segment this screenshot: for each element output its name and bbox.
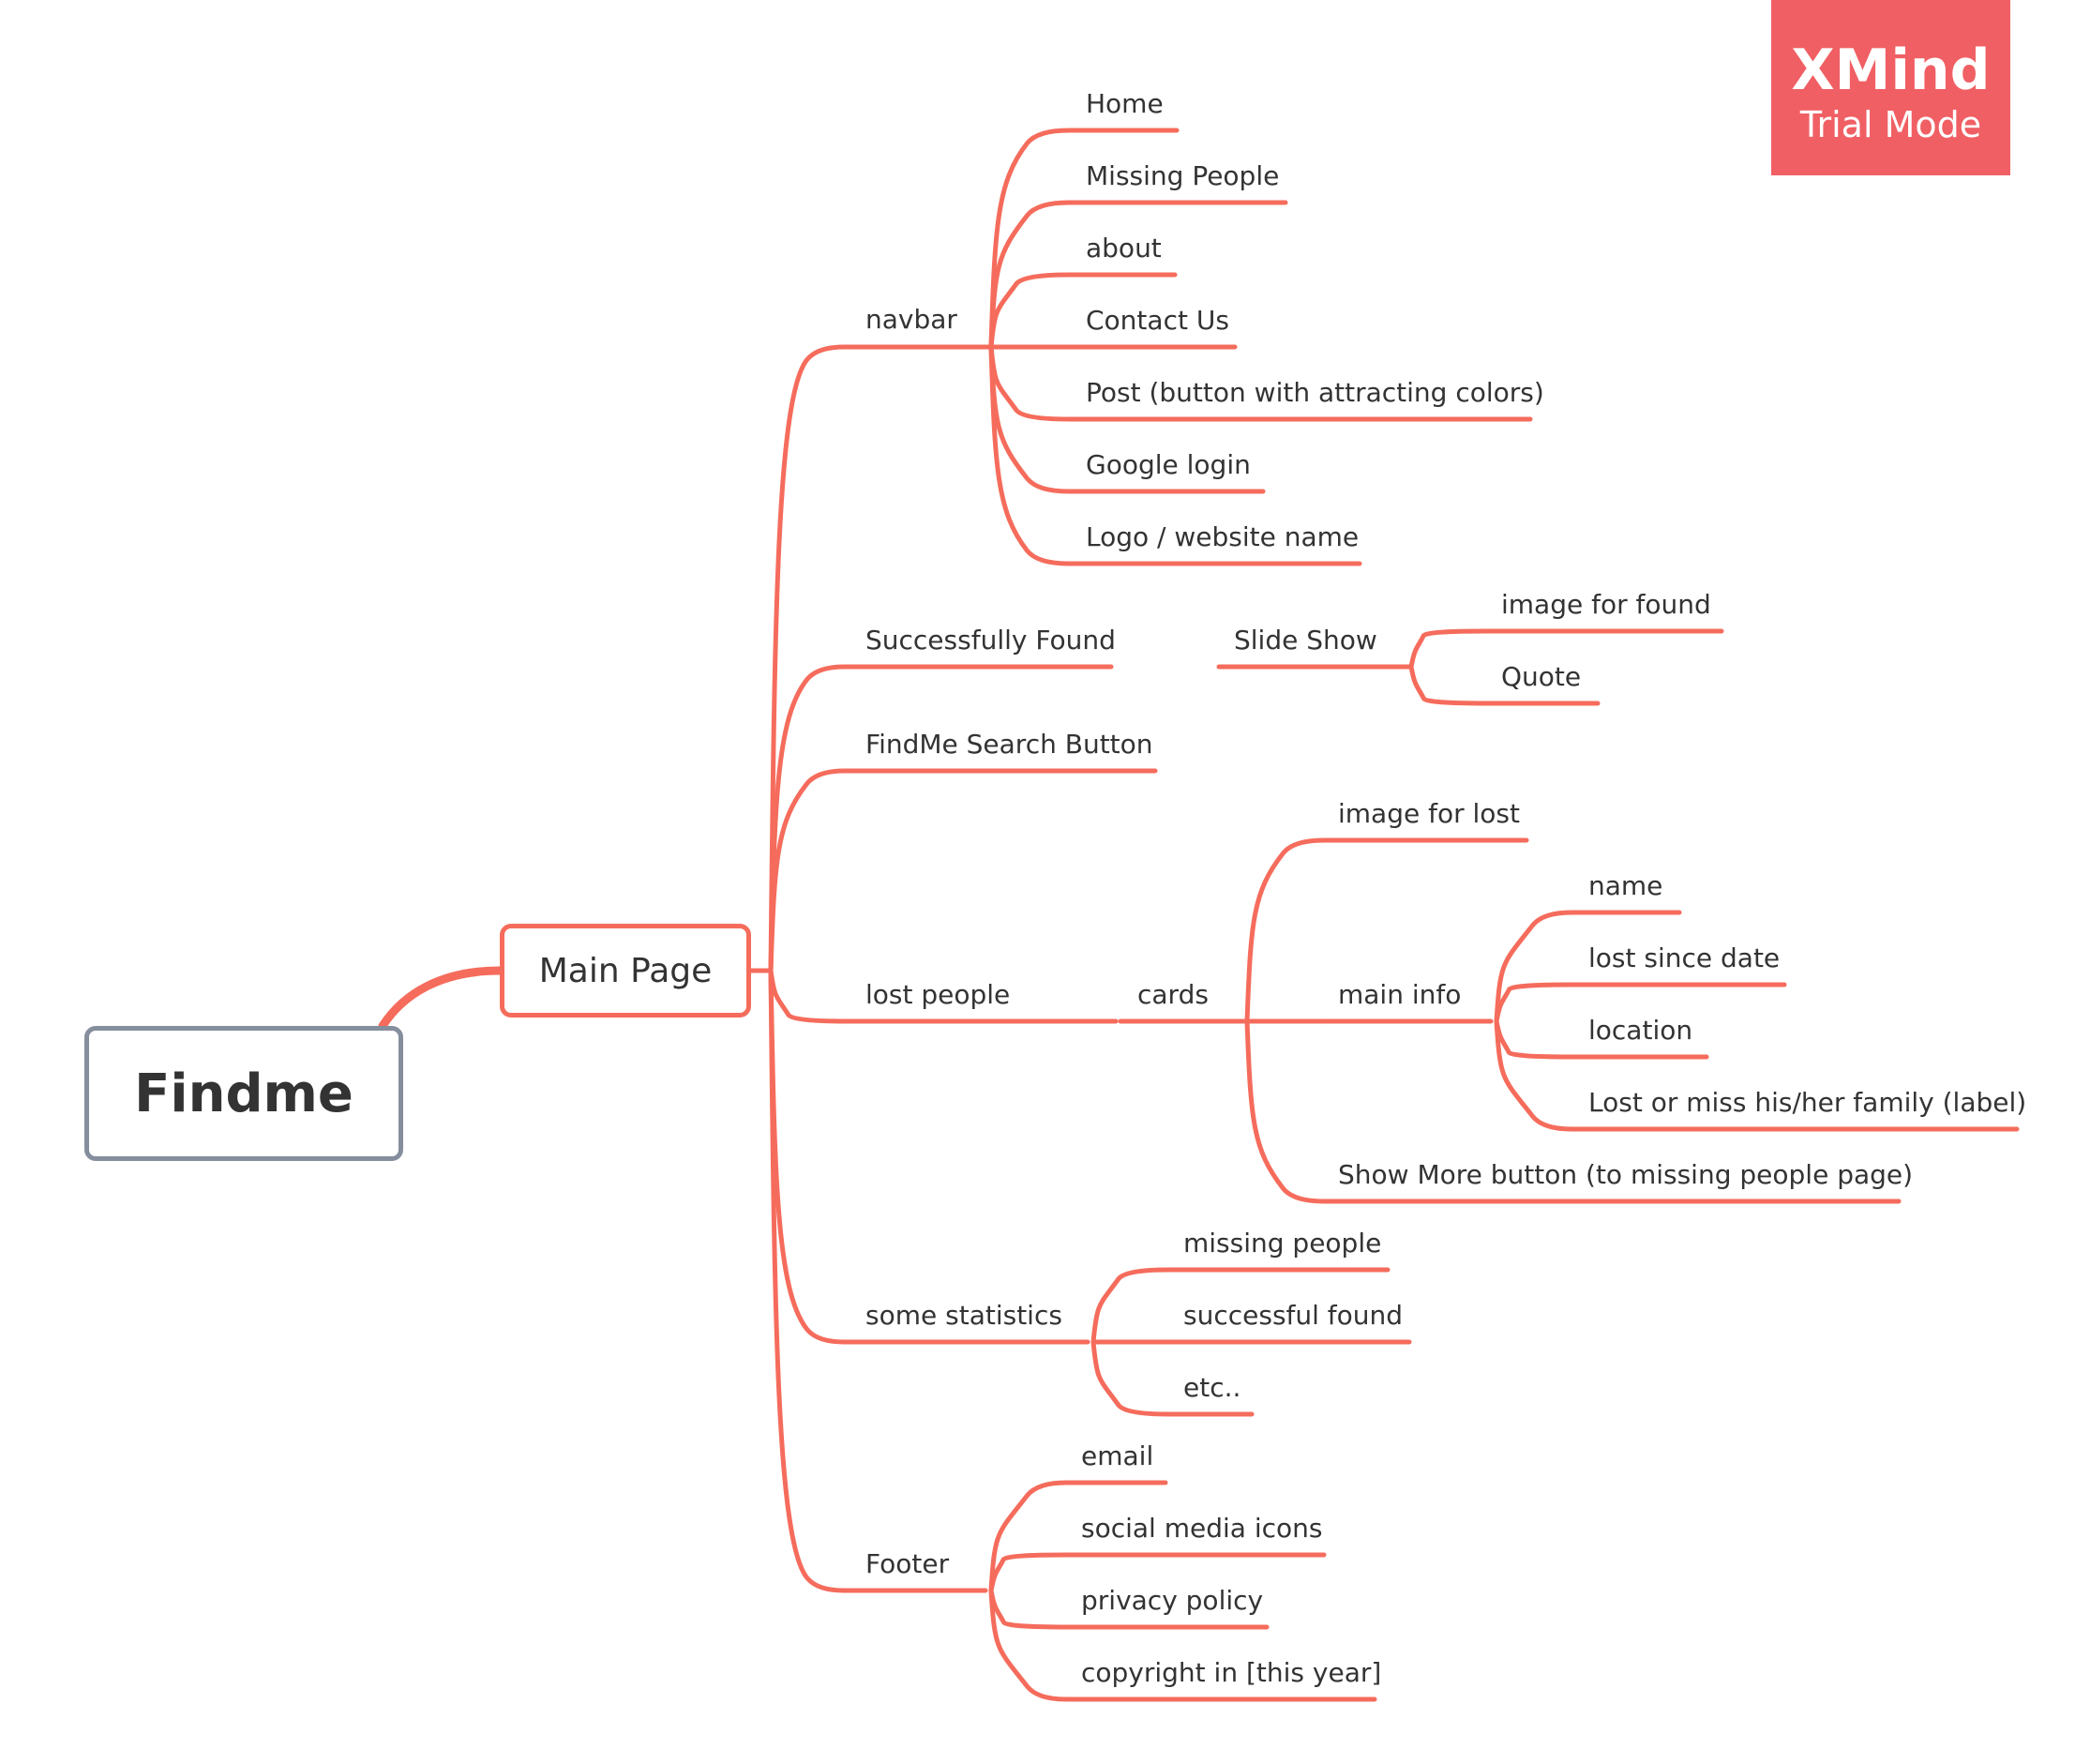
cards-item-show-more[interactable]: Show More button (to missing people page… [1338, 1159, 1914, 1190]
navbar-child-connector [988, 344, 1072, 422]
topic-findme-search-button[interactable]: FindMe Search Button [865, 729, 1153, 760]
footer-item-privacy-policy[interactable]: privacy policy [1081, 1585, 1264, 1616]
xmind-trial-badge: XMind Trial Mode [1771, 0, 2010, 175]
footer-item-social-media-icons[interactable]: social media icons [1081, 1513, 1323, 1544]
topic-lost-people[interactable]: lost people [865, 979, 1011, 1010]
cards-item-image-for-lost[interactable]: image for lost [1338, 798, 1520, 829]
footer-item-email[interactable]: email [1081, 1440, 1154, 1471]
slideshow-item-image-for-found[interactable]: image for found [1501, 589, 1711, 620]
stats-child-connector [1090, 1267, 1171, 1345]
root-to-main-connector [378, 966, 504, 1031]
cards-child-connector [1244, 837, 1327, 1024]
branch-findme-search [768, 768, 847, 973]
footer-child-connector [988, 1552, 1069, 1593]
navbar-item-home[interactable]: Home [1086, 88, 1164, 119]
topic-main-info[interactable]: main info [1338, 979, 1462, 1010]
main-info-child-connector [1494, 1018, 1574, 1060]
main-info-item-family-label[interactable]: Lost or miss his/her family (label) [1588, 1087, 2027, 1118]
stats-child-connector [1090, 1339, 1171, 1417]
cards-child-connector [1244, 1018, 1327, 1204]
topic-navbar[interactable]: navbar [865, 304, 957, 335]
navbar-item-about[interactable]: about [1086, 233, 1162, 264]
main-info-item-location[interactable]: location [1588, 1015, 1693, 1046]
branch-some-statistics [768, 968, 847, 1345]
footer-child-connector [988, 1588, 1069, 1630]
slideshow-item-quote[interactable]: Quote [1501, 661, 1582, 692]
navbar-child-connector [988, 272, 1072, 350]
main-info-child-connector [1494, 982, 1574, 1024]
branch-successfully-found [768, 664, 847, 973]
branch-lost-people [768, 968, 847, 1024]
topic-some-statistics[interactable]: some statistics [865, 1300, 1062, 1331]
slideshow-child-connector [1408, 628, 1489, 670]
navbar-item-google-login[interactable]: Google login [1086, 449, 1251, 480]
navbar-item-missing-people[interactable]: Missing People [1086, 160, 1280, 191]
stats-item-successful-found[interactable]: successful found [1183, 1300, 1404, 1331]
navbar-item-post[interactable]: Post (button with attracting colors) [1086, 377, 1544, 408]
stats-item-missing-people[interactable]: missing people [1183, 1228, 1382, 1259]
topic-successfully-found[interactable]: Successfully Found [865, 625, 1116, 656]
footer-item-copyright[interactable]: copyright in [this year] [1081, 1657, 1382, 1688]
badge-title: XMind [1791, 38, 1991, 103]
footer-child-connector [988, 1588, 1069, 1702]
topic-cards[interactable]: cards [1137, 979, 1209, 1010]
stats-item-etc[interactable]: etc.. [1183, 1372, 1241, 1403]
topic-footer[interactable]: Footer [865, 1548, 950, 1579]
root-topic[interactable]: Findme [84, 1026, 403, 1161]
navbar-item-logo[interactable]: Logo / website name [1086, 521, 1360, 552]
navbar-child-connector [988, 344, 1072, 566]
main-info-item-lost-since-date[interactable]: lost since date [1588, 942, 1781, 973]
branch-navbar [768, 344, 847, 973]
badge-subtitle: Trial Mode [1799, 104, 1982, 145]
navbar-child-connector [988, 200, 1072, 350]
topic-slide-show[interactable]: Slide Show [1234, 625, 1377, 656]
main-page-topic[interactable]: Main Page [500, 924, 751, 1018]
main-info-item-name[interactable]: name [1588, 870, 1663, 901]
main-info-child-connector [1494, 1018, 1574, 1132]
main-info-child-connector [1494, 910, 1574, 1024]
branch-footer [768, 968, 847, 1593]
footer-child-connector [988, 1480, 1069, 1593]
slideshow-child-connector [1408, 664, 1489, 706]
navbar-child-connector [988, 128, 1072, 350]
navbar-item-contact-us[interactable]: Contact Us [1086, 305, 1229, 336]
